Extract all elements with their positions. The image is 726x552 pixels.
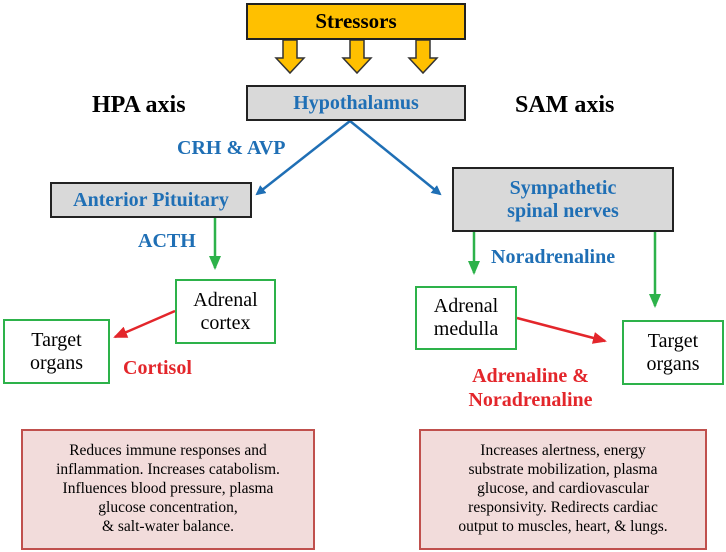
sam-effects-line1: Increases alertness, energy xyxy=(480,442,646,460)
anterior-pituitary-box: Anterior Pituitary xyxy=(50,182,252,218)
target-organs-right-box: Target organs xyxy=(622,320,724,385)
adrenal-medulla-box: Adrenal medulla xyxy=(415,286,517,350)
adrenal-cortex-line2: cortex xyxy=(200,311,251,334)
hpa-effects-box: Reduces immune responses and inflammatio… xyxy=(21,429,315,550)
adrenaline-arrow xyxy=(516,316,607,344)
adrenaline-noradrenaline-label: Adrenaline & Noradrenaline xyxy=(452,364,609,412)
adrenaline-line2: Noradrenaline xyxy=(468,389,593,411)
adrenal-cortex-box: Adrenal cortex xyxy=(175,279,276,344)
anterior-pituitary-label: Anterior Pituitary xyxy=(73,188,229,211)
crh-arrow xyxy=(255,120,351,196)
adrenaline-line1: Adrenaline & xyxy=(472,365,589,387)
adrenal-cortex-line1: Adrenal xyxy=(193,288,258,311)
cortisol-arrow xyxy=(113,309,176,339)
sympathetic-label-line2: spinal nerves xyxy=(507,199,619,222)
target-right-line2: organs xyxy=(646,352,700,375)
target-left-line1: Target xyxy=(31,328,82,351)
sam-effects-box: Increases alertness, energy substrate mo… xyxy=(419,429,707,550)
stressors-box: Stressors xyxy=(246,3,466,40)
hpa-effects-line4: glucose concentration, xyxy=(98,498,238,516)
acth-label: ACTH xyxy=(138,230,196,252)
crh-avp-label: CRH & AVP xyxy=(177,137,286,159)
hpa-effects-line3: Influences blood pressure, plasma xyxy=(62,480,274,498)
adrenal-medulla-line2: medulla xyxy=(433,318,499,340)
target-right-line1: Target xyxy=(647,329,699,352)
stressor-arrows xyxy=(274,39,439,75)
stressors-label: Stressors xyxy=(315,9,397,34)
hpa-effects-line5: & salt-water balance. xyxy=(101,517,235,535)
sam-effects-line3: glucose, and cardiovascular xyxy=(477,480,649,498)
target-organs-left-box: Target organs xyxy=(3,319,110,384)
sam-effects-line5: output to muscles, heart, & lungs. xyxy=(458,517,668,535)
adrenal-medulla-line1: Adrenal xyxy=(433,295,499,317)
sam-axis-label: SAM axis xyxy=(515,92,615,118)
sympathetic-nerves-box: Sympathetic spinal nerves xyxy=(452,167,674,232)
target-left-line2: organs xyxy=(30,351,83,374)
sam-effects-line2: substrate mobilization, plasma xyxy=(468,461,658,479)
hypothalamus-label: Hypothalamus xyxy=(293,91,419,114)
hypothalamus-box: Hypothalamus xyxy=(246,85,466,121)
hpa-effects-line2: inflammation. Increases catabolism. xyxy=(56,461,280,479)
noradrenaline-label: Noradrenaline xyxy=(491,246,616,268)
sympathetic-label-line1: Sympathetic xyxy=(509,176,617,199)
hpa-effects-line1: Reduces immune responses and xyxy=(69,442,267,460)
cortisol-label: Cortisol xyxy=(123,357,192,379)
sympathetic-arrow xyxy=(349,120,442,196)
hpa-axis-label: HPA axis xyxy=(92,92,186,118)
sam-effects-line4: responsivity. Redirects cardiac xyxy=(468,498,658,516)
